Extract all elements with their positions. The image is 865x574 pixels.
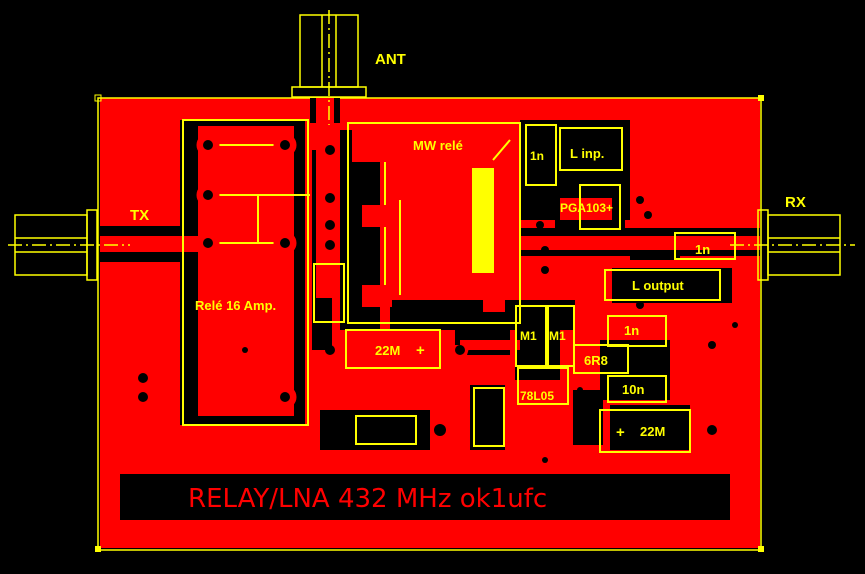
label-c-1n-rx: 1n bbox=[695, 242, 710, 257]
vias bbox=[138, 145, 738, 463]
board-outline bbox=[97, 97, 762, 551]
label-cap-22m-right-plus: + bbox=[616, 424, 625, 441]
label-cap-22m-right: 22M bbox=[640, 424, 665, 439]
ant-connector bbox=[291, 10, 367, 125]
label-r-6r8: 6R8 bbox=[584, 353, 608, 368]
corner-marker-bl bbox=[95, 546, 101, 552]
label-cap-22m-left-plus: + bbox=[416, 342, 425, 359]
label-cap-22m-left: 22M bbox=[375, 343, 400, 358]
corner-marker-br bbox=[758, 546, 764, 552]
label-pga: PGA103+ bbox=[560, 201, 613, 215]
label-rx: RX bbox=[785, 194, 806, 211]
label-ant: ANT bbox=[375, 51, 406, 68]
label-relay-16a: Relé 16 Amp. bbox=[195, 298, 276, 313]
label-reg-78l05: 78L05 bbox=[520, 389, 554, 403]
corner-marker-tl bbox=[94, 94, 102, 102]
label-l-output: L output bbox=[632, 278, 684, 293]
label-mw-relay: MW relé bbox=[413, 138, 463, 153]
relay-16a bbox=[182, 119, 310, 426]
smd-outlines bbox=[313, 124, 736, 453]
label-m1-a: M1 bbox=[520, 329, 537, 343]
mw-relay bbox=[347, 122, 521, 324]
label-tx: TX bbox=[130, 207, 149, 224]
corner-marker-tr bbox=[758, 95, 764, 101]
label-c-10n: 10n bbox=[622, 382, 644, 397]
board-title: RELAY/LNA 432 MHz ok1ufc bbox=[188, 484, 547, 514]
label-m1-b: M1 bbox=[549, 329, 566, 343]
label-l-inp: L inp. bbox=[570, 146, 604, 161]
rx-connector bbox=[730, 209, 855, 281]
tx-connector bbox=[8, 209, 130, 281]
label-c-1n-top: 1n bbox=[530, 149, 544, 163]
label-c-1n-mid: 1n bbox=[624, 323, 639, 338]
